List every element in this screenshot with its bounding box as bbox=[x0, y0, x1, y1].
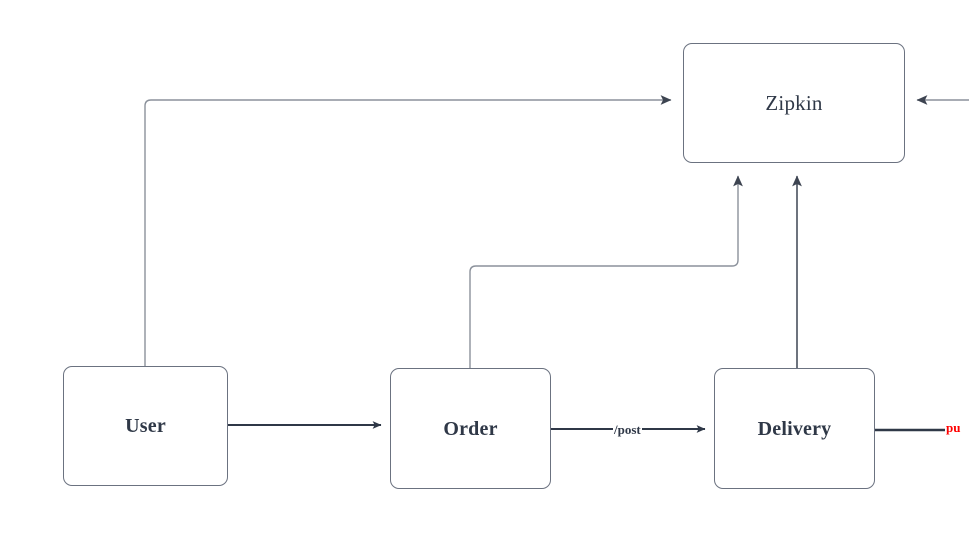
edge-label-post: /post bbox=[613, 422, 642, 437]
node-order[interactable]: Order bbox=[390, 368, 551, 489]
node-user-label: User bbox=[125, 415, 166, 437]
node-delivery[interactable]: Delivery bbox=[714, 368, 875, 489]
node-zipkin-label: Zipkin bbox=[765, 90, 823, 115]
node-user[interactable]: User bbox=[63, 366, 228, 486]
edge-label-publish: pu bbox=[945, 420, 962, 435]
node-order-label: Order bbox=[443, 417, 498, 440]
edge-order-to-zipkin bbox=[469, 175, 743, 368]
node-zipkin[interactable]: Zipkin bbox=[683, 43, 905, 163]
edge-user-to-zipkin bbox=[144, 95, 672, 366]
node-delivery-label: Delivery bbox=[757, 417, 832, 440]
